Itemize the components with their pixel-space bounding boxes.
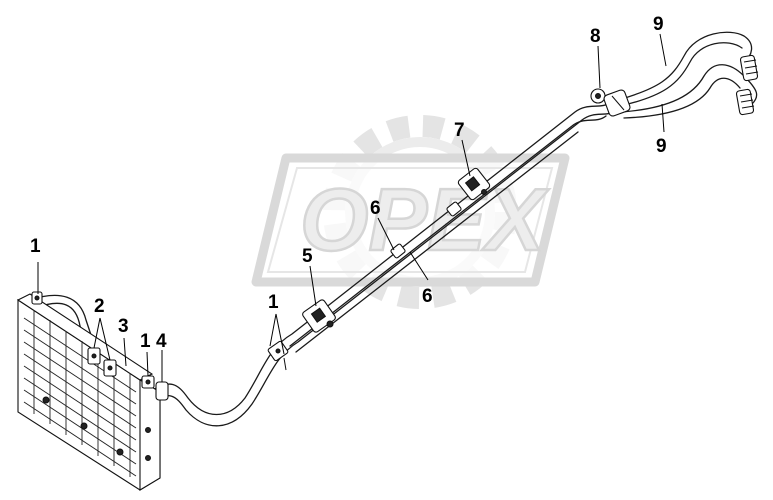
hose-right-a [617, 31, 753, 101]
hose-end-fitting-lower [735, 88, 755, 116]
callout-4: 4 [156, 331, 167, 352]
hose-right-d [623, 77, 741, 119]
hose-lower-inner [149, 109, 619, 427]
callout-1-pipe: 1 [268, 292, 279, 313]
oil-cooler [16, 293, 161, 491]
callout-1-cooler-outlet: 1 [140, 331, 151, 352]
fitting-4 [155, 381, 169, 401]
callout-labels: 1 2 3 1 4 1 5 6 6 7 8 9 9 [30, 14, 667, 352]
callout-9-lower: 9 [656, 136, 667, 157]
fitting-8 [590, 88, 631, 117]
callout-8: 8 [590, 26, 601, 47]
callout-9-upper: 9 [653, 14, 664, 35]
hose-right-c [621, 64, 758, 113]
callout-5: 5 [302, 246, 313, 267]
clamp-1-cooler-top [31, 291, 43, 305]
callout-2: 2 [94, 296, 105, 317]
watermark: OPEX [251, 115, 570, 309]
clamp-2-b [103, 359, 117, 377]
callout-7: 7 [454, 120, 465, 141]
bracket-5 [302, 299, 336, 333]
watermark-text: OPEX [300, 170, 550, 269]
bracket-7 [457, 167, 491, 201]
callout-1-cooler-top: 1 [30, 236, 41, 257]
hose-end-fitting-upper [739, 54, 759, 82]
joint-6-b [446, 201, 462, 217]
hose-lower-outer [149, 101, 613, 415]
callout-6-lower: 6 [422, 286, 433, 307]
callout-3: 3 [118, 316, 129, 337]
callout-leaders [37, 33, 667, 382]
pipe-parallel-a [289, 115, 607, 347]
clamp-2-a [87, 347, 101, 365]
pipe-parallel-b [295, 131, 579, 353]
callout-6-upper: 6 [370, 198, 381, 219]
hose-assembly [29, 31, 759, 427]
hose-right-b [619, 42, 743, 107]
joint-6-a [390, 243, 406, 259]
clamp-1-cooler-outlet [141, 375, 155, 389]
